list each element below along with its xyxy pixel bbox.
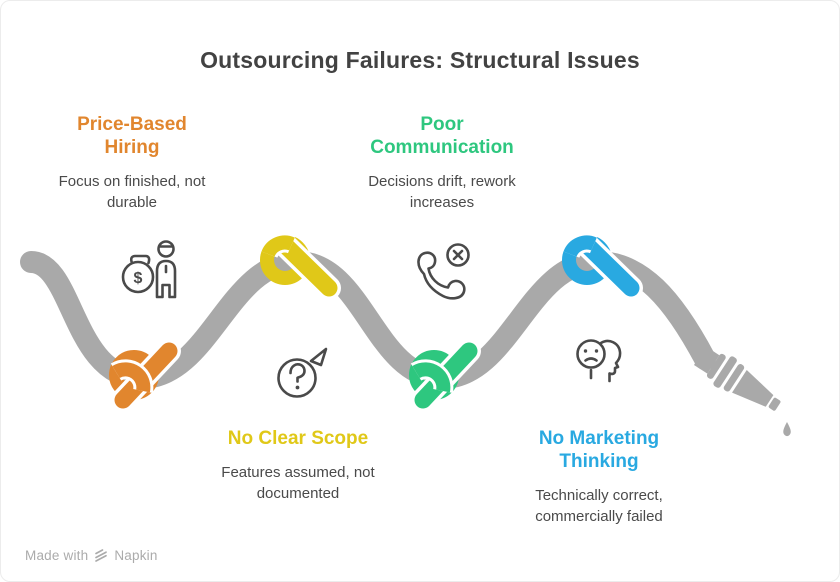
label-group-poor-communication: Poor Communication Decisions drift, rewo… — [344, 113, 540, 213]
x-circle — [446, 243, 470, 267]
pessimistic-thinking-head-icon — [576, 339, 622, 383]
person-head — [157, 240, 175, 258]
label-group-no-clear-scope: No Clear Scope Features assumed, not doc… — [200, 427, 396, 504]
money-bag-person-icon: $ — [121, 240, 177, 299]
x-stroke — [452, 249, 464, 261]
hose-nozzle — [693, 346, 791, 437]
question-glyph — [289, 363, 306, 383]
question-circle — [277, 358, 317, 398]
label-group-price-based-hiring: Price-Based Hiring Focus on finished, no… — [34, 113, 230, 213]
nozzle-band — [713, 356, 737, 388]
knot-capsule — [580, 238, 640, 297]
knot-ring-overlap — [112, 362, 151, 393]
question-dot — [295, 385, 300, 390]
question-mark-arrow-icon — [277, 347, 328, 398]
knot-ring-overlap — [412, 362, 451, 393]
nozzle-band — [723, 364, 745, 392]
bag-neck — [129, 254, 151, 265]
item-heading: No Marketing Thinking — [538, 428, 660, 472]
arrow-tip — [309, 347, 328, 367]
knot-ring-overlap — [563, 235, 597, 258]
knot-no-marketing-thinking — [560, 232, 643, 300]
phone-handset — [417, 251, 466, 300]
water-droplet — [783, 422, 791, 437]
person-body — [155, 259, 177, 299]
knot-price-based-hiring — [109, 339, 181, 412]
nozzle-band — [706, 353, 726, 379]
page-title: Outsourcing Failures: Structural Issues — [200, 47, 640, 73]
frown-mouth — [584, 357, 598, 362]
nozzle-cone — [732, 370, 774, 407]
nozzle-joint — [693, 346, 720, 374]
made-with-napkin-badge[interactable]: Made with Napkin — [25, 547, 158, 563]
label-group-no-marketing-thinking: No Marketing Thinking Technically correc… — [501, 427, 697, 527]
knot-no-clear-scope — [258, 232, 341, 300]
sad-face-circle — [576, 339, 606, 369]
knot-capsule — [278, 238, 338, 297]
nozzle-tip — [768, 397, 781, 411]
eye-dot — [594, 349, 599, 353]
item-heading: No Clear Scope — [227, 428, 369, 449]
item-heading: Poor Communication — [370, 114, 514, 158]
item-description: Technically correct, commercially failed — [535, 487, 663, 525]
dollar-sign: $ — [134, 270, 143, 287]
item-heading: Price-Based Hiring — [77, 114, 187, 158]
item-description: Focus on finished, not durable — [58, 173, 206, 211]
napkin-logo-icon — [95, 549, 108, 562]
knot-poor-communication — [409, 339, 481, 412]
head-profile — [599, 339, 622, 383]
phone-missed-call-icon — [417, 243, 470, 300]
item-description: Decisions drift, rework increases — [368, 173, 516, 211]
brand-name: Napkin — [114, 547, 158, 563]
bag-body — [121, 260, 155, 294]
knot-ring-overlap — [261, 235, 295, 258]
eye-dot — [583, 349, 588, 353]
made-with-label: Made with — [25, 547, 89, 563]
item-description: Features assumed, not documented — [221, 464, 375, 502]
